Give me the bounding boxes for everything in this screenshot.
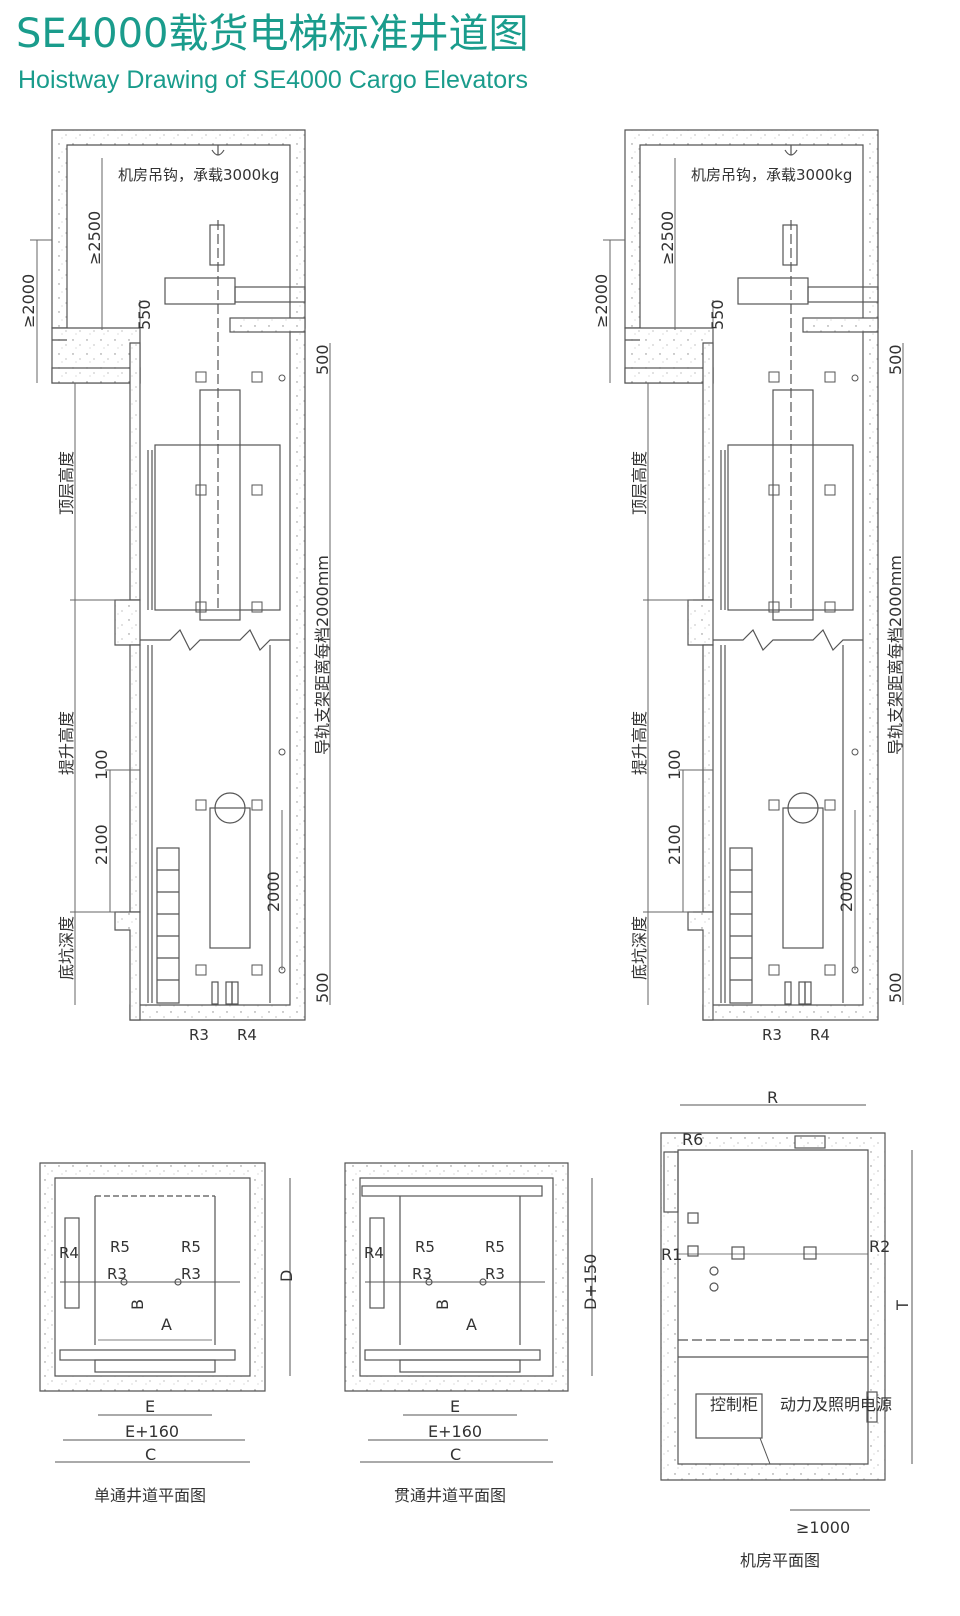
guide-rail-bracket-label: 导轨支架距离每档2000mm (313, 555, 332, 755)
sheave (209, 224, 225, 266)
elevation-drawing-left (30, 129, 331, 1021)
plan-through-labels: R4 R5 R5 R3 R3 B A E E+160 C D+150 贯通井道平… (364, 1238, 600, 1505)
dim-bottom-500: 500 (886, 972, 905, 1003)
dim-550: 550 (708, 299, 727, 330)
plan-single-caption: 单通井道平面图 (94, 1486, 206, 1505)
label-e160: E+160 (125, 1422, 179, 1441)
elevation-labels-right: 机房吊钩，承载3000kg ≥2500 ≥2000 550 500 顶层高度 提… (592, 166, 905, 1044)
dim-1000: ≥1000 (796, 1518, 850, 1537)
travel-height-label: 提升高度 (57, 711, 76, 775)
machine-block (164, 277, 236, 305)
dim-2100: 2100 (665, 824, 684, 865)
page-title-en: Hoistway Drawing of SE4000 Cargo Elevato… (18, 66, 528, 94)
dim-2000: 2000 (264, 871, 283, 912)
label-r4: R4 (810, 1026, 830, 1044)
label-b: B (433, 1299, 452, 1310)
label-a: A (466, 1315, 477, 1334)
hoistway-wall-left-top (129, 342, 141, 601)
page-title-cn: SE4000载货电梯标准井道图 (16, 11, 529, 57)
elevation-labels-left: 机房吊钩，承载3000kg ≥2500 ≥2000 550 500 顶层高度 提… (19, 166, 332, 1044)
car-upper (154, 444, 281, 611)
guide-rail-bracket-label: 导轨支架距离每档2000mm (886, 555, 905, 755)
plan-machine-room-caption: 机房平面图 (740, 1551, 820, 1570)
label-r5-left: R5 (415, 1238, 435, 1256)
label-r5-right: R5 (485, 1238, 505, 1256)
label-r3-right: R3 (181, 1265, 201, 1283)
dim-bottom-500: 500 (313, 972, 332, 1003)
plan-machine-room (660, 1104, 913, 1511)
dim-550: 550 (135, 299, 154, 330)
label-r3-left: R3 (412, 1265, 432, 1283)
label-r6: R6 (682, 1130, 703, 1149)
power-lighting-label: 动力及照明电源 (780, 1395, 892, 1414)
control-cabinet-label: 控制柜 (710, 1395, 758, 1414)
machine-slab-right (229, 317, 306, 333)
label-a: A (161, 1315, 172, 1334)
plan-through-caption: 贯通井道平面图 (394, 1486, 506, 1505)
buffer-wheel (214, 792, 246, 824)
dim-machine-room-depth: ≥2000 (19, 274, 38, 328)
plan-through (344, 1162, 593, 1463)
label-e: E (450, 1397, 460, 1416)
hoistway-wall-left-low (129, 644, 141, 913)
label-r5-right: R5 (181, 1238, 201, 1256)
hook-label: 机房吊钩，承载3000kg (691, 166, 852, 184)
label-r: R (767, 1088, 778, 1107)
pit-wall-left (114, 911, 141, 1021)
break-line (140, 628, 290, 652)
label-r4: R4 (364, 1244, 384, 1262)
dim-2100: 2100 (92, 824, 111, 865)
machine-motor (234, 286, 306, 303)
dim-100: 100 (92, 749, 111, 780)
counterweight-lower (209, 807, 251, 949)
elevation-drawing-right (602, 129, 904, 1021)
label-d: D (277, 1270, 296, 1282)
dim-machine-room-depth: ≥2000 (592, 274, 611, 328)
hook-icon (211, 145, 225, 156)
label-b: B (128, 1299, 147, 1310)
travel-height-label: 提升高度 (630, 711, 649, 775)
dim-machine-room-height: ≥2500 (85, 211, 104, 265)
hook-label: 机房吊钩，承载3000kg (118, 166, 279, 184)
label-r4: R4 (237, 1026, 257, 1044)
label-r1: R1 (661, 1245, 682, 1264)
label-r3-left: R3 (107, 1265, 127, 1283)
dim-2000: 2000 (837, 871, 856, 912)
dim-100: 100 (665, 749, 684, 780)
dim-machine-room-height: ≥2500 (658, 211, 677, 265)
plan-single-labels: R4 R5 R5 R3 R3 B A E E+160 C D 单通井道平面图 (59, 1238, 296, 1505)
label-r3-right: R3 (485, 1265, 505, 1283)
plan-machine-room-labels: R R6 R1 R2 T 控制柜 动力及照明电源 ≥1000 机房平面图 (661, 1088, 912, 1570)
label-r3: R3 (189, 1026, 209, 1044)
label-e160: E+160 (428, 1422, 482, 1441)
label-r4: R4 (59, 1244, 79, 1262)
machine-room-slab (51, 367, 141, 384)
label-r5-left: R5 (110, 1238, 130, 1256)
hoistway-wall-left-mid (114, 599, 141, 646)
label-d150: D+150 (581, 1254, 600, 1310)
top-floor-height-label: 顶层高度 (630, 451, 649, 515)
label-c: C (145, 1445, 156, 1464)
counterweight-upper (199, 389, 241, 621)
pit-depth-label: 底坑深度 (57, 916, 76, 980)
label-r3: R3 (762, 1026, 782, 1044)
car-ladder (156, 847, 180, 1004)
label-t: T (893, 1300, 912, 1311)
pit-depth-label: 底坑深度 (630, 916, 649, 980)
label-r2: R2 (869, 1237, 890, 1256)
label-c: C (450, 1445, 461, 1464)
dim-top-500: 500 (886, 344, 905, 375)
top-floor-height-label: 顶层高度 (57, 451, 76, 515)
plan-single (39, 1162, 291, 1463)
label-e: E (145, 1397, 155, 1416)
dim-top-500: 500 (313, 344, 332, 375)
